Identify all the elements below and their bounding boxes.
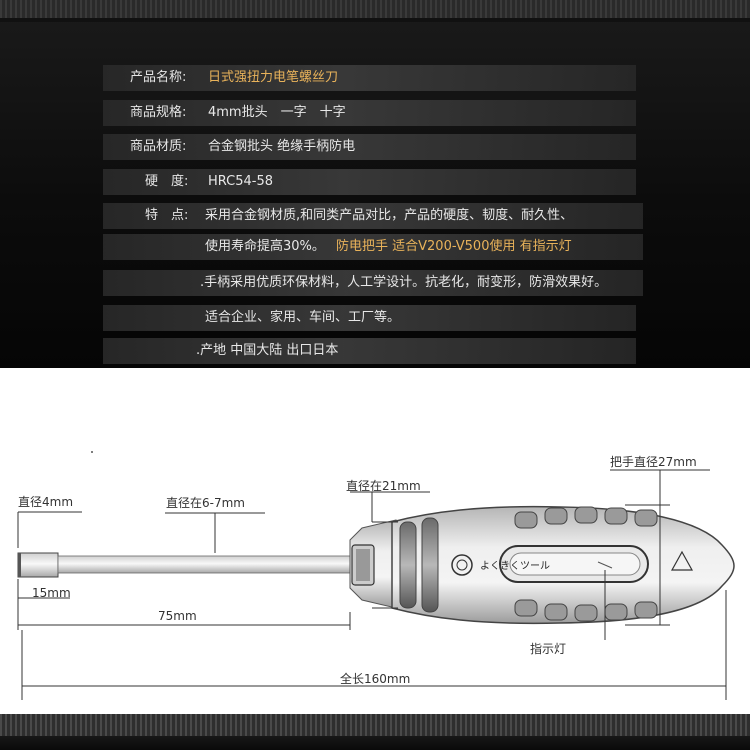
- row-bar: [103, 100, 636, 126]
- row-bar: [103, 134, 636, 160]
- feature-line-2b: 防电把手 适合V200-V500使用 有指示灯: [336, 239, 572, 254]
- dot-mark: [91, 451, 93, 453]
- screwdriver-collar: [349, 519, 397, 609]
- feature-line-3: .手柄采用优质环保材料，人工学设计。抗老化，耐变形，防滑效果好。: [200, 275, 608, 290]
- brand-logo-icon: [451, 554, 473, 576]
- material-value: 合金钢批头 绝缘手柄防电: [208, 139, 356, 154]
- brand-logo-inner-icon: [456, 559, 468, 571]
- row-bar: [103, 338, 636, 364]
- row-bar: [103, 270, 643, 296]
- spec-value: 4mm批头 一字 十字: [208, 105, 346, 120]
- row-bar: [103, 169, 636, 195]
- tip-length-label: 15mm: [32, 586, 71, 600]
- screwdriver-drawing: よくきくツール: [17, 451, 735, 700]
- hardness-label: 硬 度:: [145, 174, 189, 189]
- screwdriver-shaft: [57, 555, 351, 574]
- screwdriver-handle: [391, 505, 735, 625]
- row-bar: [103, 65, 636, 91]
- shaft-length-label: 75mm: [158, 609, 197, 623]
- product-name-value: 日式强扭力电笔螺丝刀: [208, 70, 339, 85]
- bottom-texture-strip: [0, 714, 750, 750]
- material-label: 商品材质:: [130, 139, 187, 154]
- feature-line-2a: 使用寿命提高30%。: [205, 239, 325, 254]
- tip-width-label: 直径4mm: [18, 495, 74, 509]
- collar-diameter-label: 直径在21mm: [346, 479, 421, 493]
- indicator-label: 指示灯: [530, 642, 567, 656]
- feature-line-1: 采用合金钢材质,和同类产品对比，产品的硬度、韧度、耐久性、: [205, 208, 574, 223]
- feature-label: 特 点:: [145, 208, 189, 223]
- handle-logo-text: よくきくツール: [480, 560, 550, 572]
- total-length-label: 全长160mm: [340, 672, 411, 686]
- indicator-light: [597, 561, 613, 569]
- spec-panel: 产品名称: 日式强扭力电笔螺丝刀 商品规格: 4mm批头 一字 十字 商品材质:…: [0, 0, 750, 368]
- shaft-diameter-label: 直径在6-7mm: [166, 496, 245, 510]
- screwdriver-tip: [17, 552, 59, 578]
- row-bar: [103, 234, 643, 260]
- top-texture-strip: [0, 0, 750, 22]
- row-bar: [103, 305, 636, 331]
- row-bar: [103, 203, 643, 229]
- dimension-lines: [17, 469, 727, 700]
- hardness-value: HRC54-58: [208, 174, 274, 189]
- product-name-label: 产品名称:: [130, 70, 187, 85]
- spec-label: 商品规格:: [130, 105, 187, 120]
- warning-triangle-icon: [670, 550, 694, 571]
- feature-line-4: 适合企业、家用、车间、工厂等。: [205, 310, 401, 325]
- origin-text: .产地 中国大陆 出口日本: [196, 343, 339, 358]
- handle-diameter-label: 把手直径27mm: [610, 455, 697, 469]
